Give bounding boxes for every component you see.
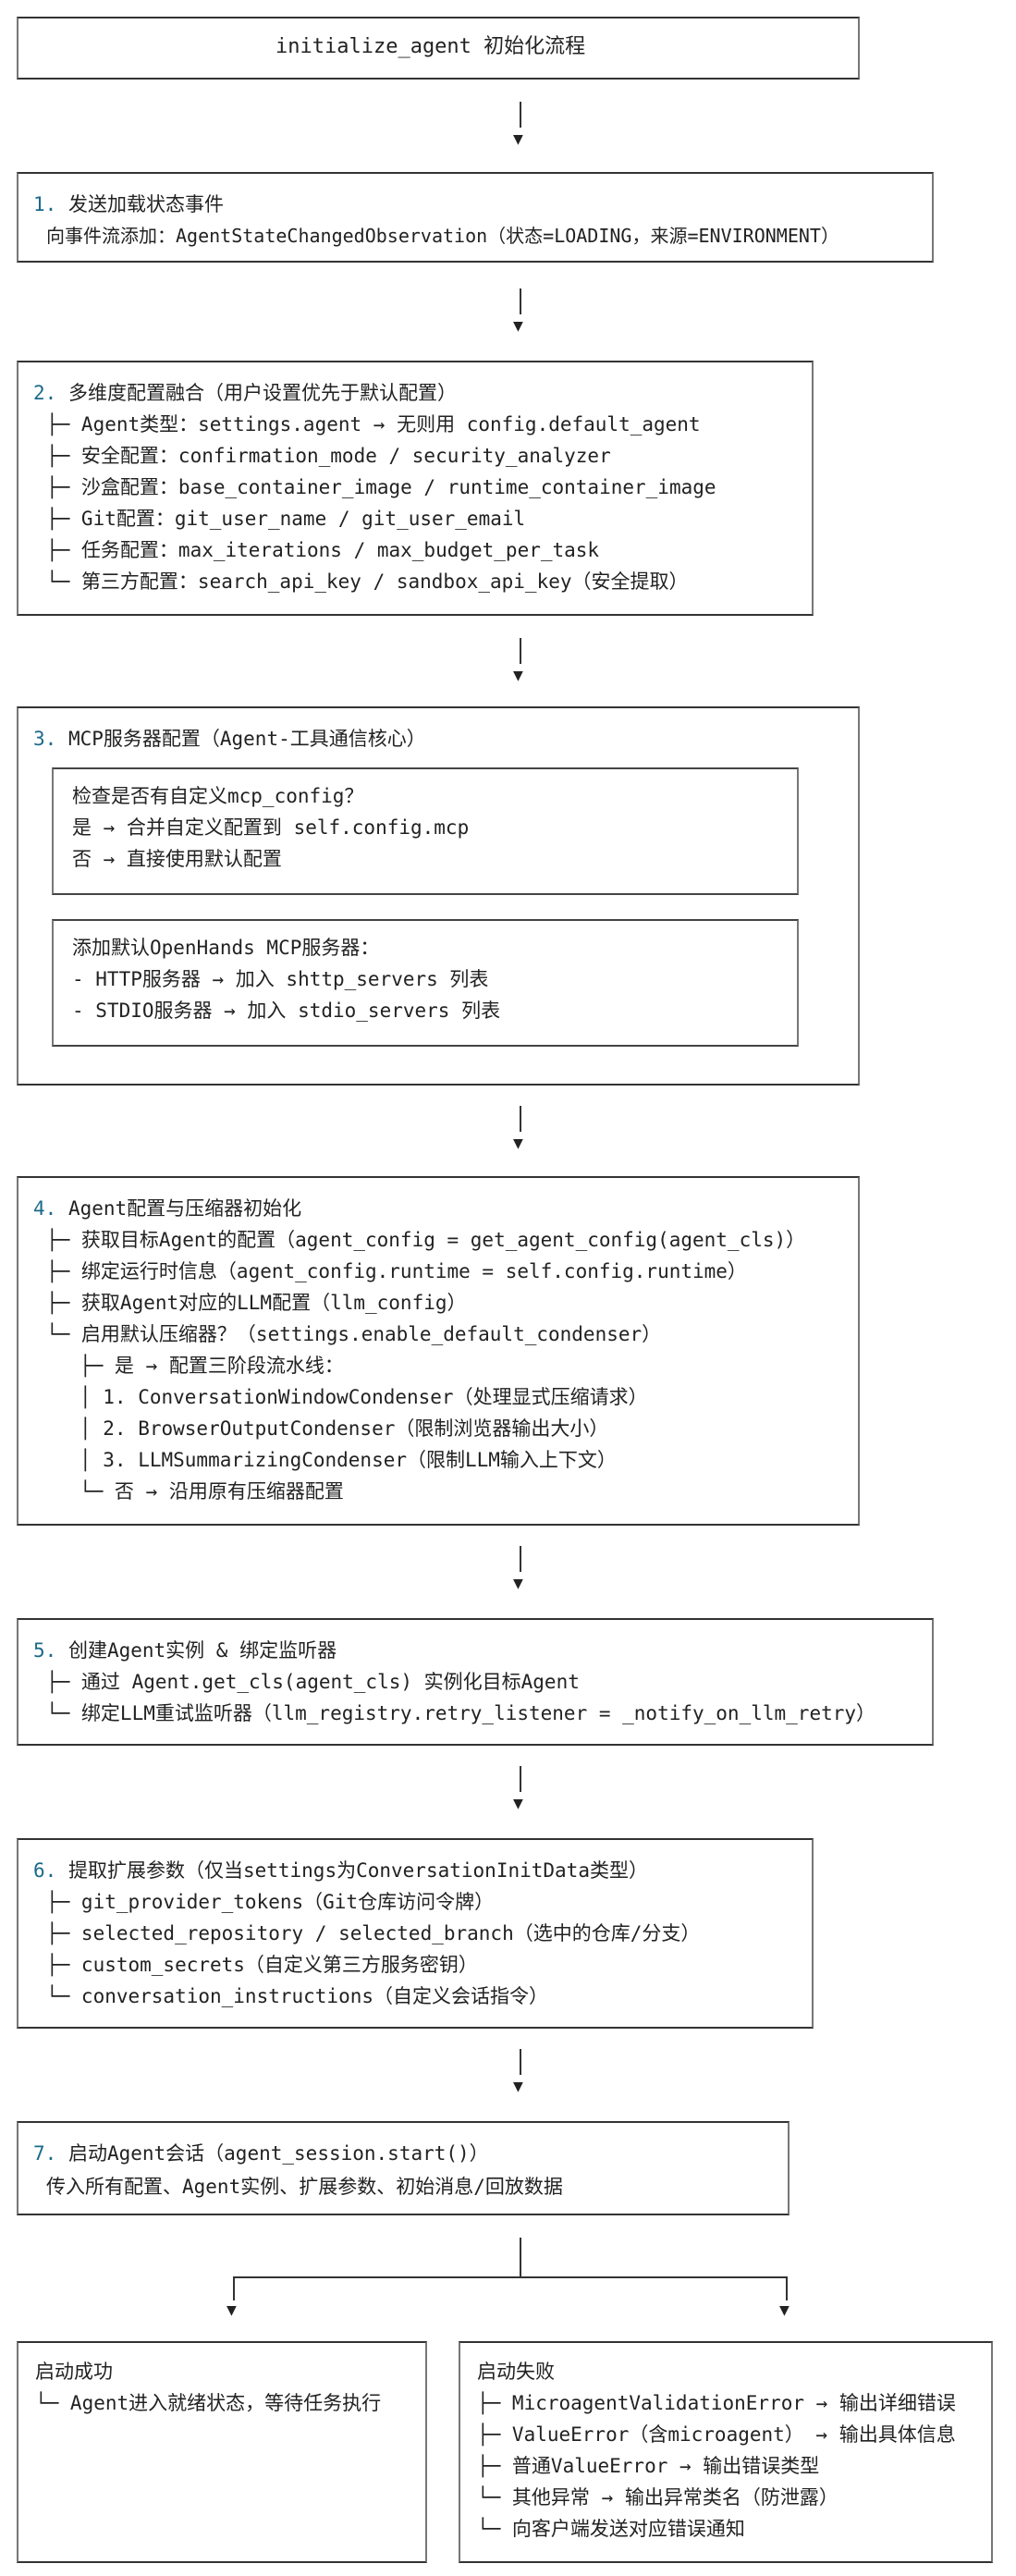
success-line: └─ Agent进入就绪状态，等待任务执行 <box>35 2392 382 2414</box>
list-item: 是 → 合并自定义配置到 self.config.mcp <box>72 816 470 839</box>
arrow-head-icon: ▼ <box>513 129 523 149</box>
list-item: 添加默认OpenHands MCP服务器： <box>72 937 380 959</box>
arrow-head-icon: ▼ <box>226 2300 237 2320</box>
list-item: ├─ MicroagentValidationError → 输出详细错误 <box>477 2392 956 2414</box>
arrow-head-icon: ▼ <box>513 1134 523 1153</box>
list-item: └─ 启用默认压缩器？（settings.enable_default_cond… <box>46 1323 662 1345</box>
list-item: - HTTP服务器 → 加入 shttp_servers 列表 <box>72 968 489 990</box>
branch-connector <box>786 2276 788 2300</box>
step-1-box: 1. 发送加载状态事件 向事件流添加：AgentStateChangedObse… <box>17 172 934 263</box>
list-item: ├─ 是 → 配置三阶段流水线： <box>80 1355 344 1377</box>
step-5-title: 5. 创建Agent实例 & 绑定监听器 <box>33 1639 337 1662</box>
list-item: └─ 否 → 沿用原有压缩器配置 <box>80 1480 344 1503</box>
step-5-box: 5. 创建Agent实例 & 绑定监听器 ├─ 通过 Agent.get_cls… <box>17 1618 934 1746</box>
success-title: 启动成功 <box>35 2361 113 2383</box>
list-item: ├─ ValueError（含microagent） → 输出具体信息 <box>477 2423 956 2446</box>
arrow-head-icon: ▼ <box>779 2300 790 2320</box>
list-item: - STDIO服务器 → 加入 stdio_servers 列表 <box>72 1000 501 1022</box>
step-7-title: 7. 启动Agent会话（agent_session.start()） <box>33 2142 489 2165</box>
step-2-box: 2. 多维度配置融合（用户设置优先于默认配置） ├─ Agent类型：setti… <box>17 361 814 616</box>
arrow-head-icon: ▼ <box>513 1794 523 1813</box>
branch-connector <box>233 2276 235 2300</box>
failure-box: 启动失败 ├─ MicroagentValidationError → 输出详细… <box>459 2341 993 2563</box>
success-box: 启动成功 └─ Agent进入就绪状态，等待任务执行 <box>17 2341 427 2563</box>
list-item: ├─ 获取Agent对应的LLM配置（llm_config） <box>46 1292 467 1314</box>
list-item: ├─ custom_secrets（自定义第三方服务密钥） <box>46 1954 478 1976</box>
connector-arrow <box>520 2049 521 2075</box>
step-1-line: 向事件流添加：AgentStateChangedObservation（状态=L… <box>46 225 839 247</box>
list-item: 检查是否有自定义mcp_config？ <box>72 785 364 807</box>
title-text: initialize_agent 初始化流程 <box>275 31 585 63</box>
connector-arrow <box>520 288 521 314</box>
arrow-head-icon: ▼ <box>513 666 523 685</box>
list-item: └─ 第三方配置：search_api_key / sandbox_api_ke… <box>46 570 689 593</box>
title-function: initialize_agent <box>275 35 471 58</box>
list-item: ├─ git_provider_tokens（Git仓库访问令牌） <box>46 1891 495 1913</box>
connector-arrow <box>520 638 521 664</box>
connector-arrow <box>520 102 521 128</box>
step-7-box: 7. 启动Agent会话（agent_session.start()） 传入所有… <box>17 2121 790 2215</box>
title-box: initialize_agent 初始化流程 <box>17 17 860 80</box>
list-item: │ 3. LLMSummarizingCondenser（限制LLM输入上下文） <box>80 1449 617 1471</box>
list-item: ├─ selected_repository / selected_branch… <box>46 1922 701 1944</box>
list-item: ├─ 任务配置：max_iterations / max_budget_per_… <box>46 539 600 561</box>
arrow-head-icon: ▼ <box>513 316 523 336</box>
connector-arrow <box>520 1546 521 1572</box>
step-3-title: 3. MCP服务器配置（Agent-工具通信核心） <box>33 728 426 750</box>
connector-arrow <box>520 1106 521 1132</box>
list-item: │ 1. ConversationWindowCondenser（处理显式压缩请… <box>80 1386 648 1408</box>
mcp-check-subbox: 检查是否有自定义mcp_config？ 是 → 合并自定义配置到 self.con… <box>52 767 799 895</box>
failure-title: 启动失败 <box>477 2361 555 2383</box>
list-item: ├─ 沙盒配置：base_container_image / runtime_c… <box>46 476 716 498</box>
arrow-head-icon: ▼ <box>513 1574 523 1593</box>
step-6-box: 6. 提取扩展参数（仅当settings为ConversationInitDat… <box>17 1838 814 2029</box>
title-label: 初始化流程 <box>484 35 586 58</box>
step-1-title: 1. 发送加载状态事件 <box>33 193 224 215</box>
list-item: ├─ 绑定运行时信息（agent_config.runtime = self.c… <box>46 1260 747 1282</box>
branch-connector <box>233 2276 788 2278</box>
step-2-title: 2. 多维度配置融合（用户设置优先于默认配置） <box>33 382 457 404</box>
list-item: └─ 向客户端发送对应错误通知 <box>477 2518 745 2540</box>
list-item: └─ conversation_instructions（自定义会话指令） <box>46 1985 549 2007</box>
branch-connector <box>520 2238 521 2278</box>
connector-arrow <box>520 1766 521 1792</box>
list-item: ├─ 安全配置：confirmation_mode / security_ana… <box>46 445 611 467</box>
step-3-box: 3. MCP服务器配置（Agent-工具通信核心） 检查是否有自定义mcp_co… <box>17 706 860 1086</box>
arrow-head-icon: ▼ <box>513 2077 523 2096</box>
step-6-title: 6. 提取扩展参数（仅当settings为ConversationInitDat… <box>33 1859 648 1882</box>
list-item: ├─ 获取目标Agent的配置（agent_config = get_agent… <box>46 1229 806 1251</box>
mcp-default-subbox: 添加默认OpenHands MCP服务器： - HTTP服务器 → 加入 shtt… <box>52 919 799 1047</box>
list-item: └─ 其他异常 → 输出异常类名（防泄露） <box>477 2486 839 2509</box>
step-7-line: 传入所有配置、Agent实例、扩展参数、初始消息/回放数据 <box>46 2176 563 2198</box>
step-4-title: 4. Agent配置与压缩器初始化 <box>33 1197 302 1220</box>
list-item: 否 → 直接使用默认配置 <box>72 848 282 870</box>
list-item: ├─ Git配置：git_user_name / git_user_email <box>46 508 526 530</box>
list-item: ├─ Agent类型：settings.agent → 无则用 config.d… <box>46 413 701 435</box>
list-item: │ 2. BrowserOutputCondenser（限制浏览器输出大小） <box>80 1417 609 1440</box>
list-item: ├─ 通过 Agent.get_cls(agent_cls) 实例化目标Agen… <box>46 1671 580 1693</box>
list-item: └─ 绑定LLM重试监听器（llm_registry.retry_listene… <box>46 1702 876 1724</box>
step-4-box: 4. Agent配置与压缩器初始化 ├─ 获取目标Agent的配置（agent_… <box>17 1176 860 1526</box>
list-item: ├─ 普通ValueError → 输出错误类型 <box>477 2455 820 2477</box>
